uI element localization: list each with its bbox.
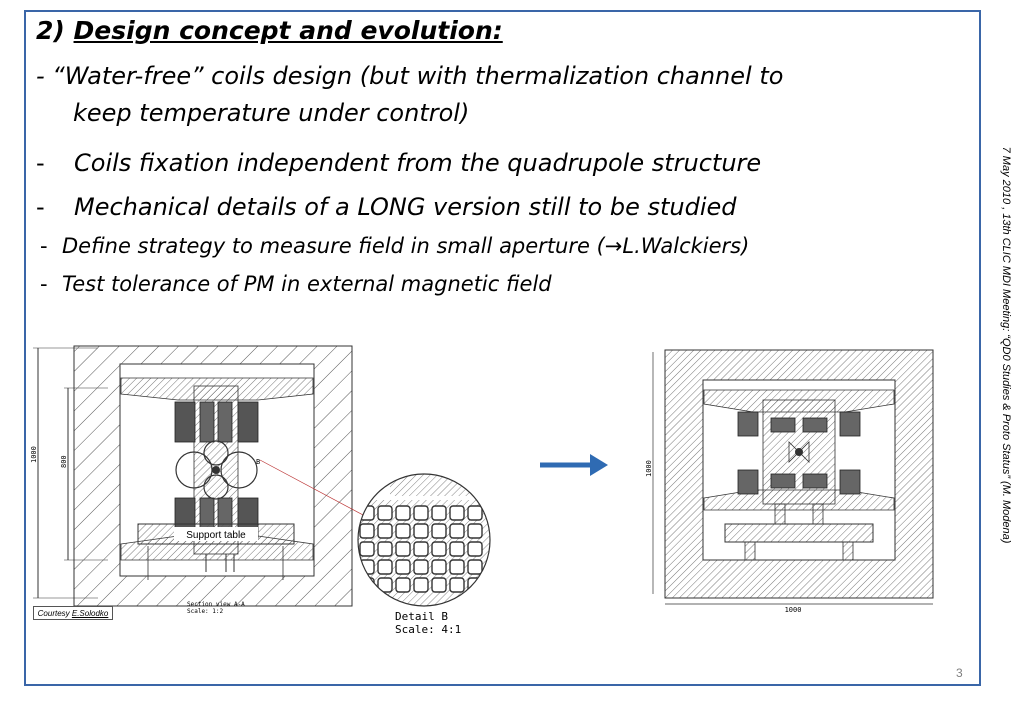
dimension-inner: 800: [60, 455, 68, 468]
slide-heading: 2) Design concept and evolution:: [36, 16, 503, 45]
courtesy-prefix: Courtesy: [37, 609, 72, 618]
bullet-coils-fixation: - Coils fixation independent from the qua…: [36, 149, 761, 177]
courtesy-note: Courtesy E.Solodko: [33, 606, 113, 620]
meeting-side-note: 7 May 2010 , 13th CLIC MDI Meeting: “QD0…: [1000, 146, 1012, 544]
heading-number: 2): [36, 16, 74, 45]
dimension-vertical: 1000: [645, 460, 653, 477]
dimension-horizontal: 1000: [785, 606, 802, 614]
bullet-dash: -: [40, 272, 48, 296]
detail-b-scale: Scale: 4:1: [395, 623, 462, 636]
left-technical-drawing: 1000 800 B Support table: [30, 345, 368, 607]
bullet-text: Define strategy to measure field in smal…: [62, 234, 750, 258]
section-view-line-2: Scale: 1:2: [187, 608, 224, 615]
bullet-dash: -: [36, 149, 45, 177]
bullet-dash: -: [40, 234, 48, 258]
bullet-water-free: - “Water-free” coils design (but with th…: [36, 62, 783, 90]
detail-b-marker: B: [256, 458, 260, 466]
detail-b-title: Detail B: [395, 610, 448, 623]
bullet-text: Mechanical details of a LONG version sti…: [74, 193, 737, 221]
slide-frame: [24, 10, 981, 686]
heading-title: Design concept and evolution:: [73, 16, 503, 45]
bullet-mechanical-details: - Mechanical details of a LONG version st…: [36, 193, 737, 221]
dimension-outer: 1000: [30, 446, 38, 463]
evolution-arrow-icon: [540, 454, 608, 476]
bullet-test-tolerance: -Test tolerance of PM in external magnet…: [40, 272, 552, 296]
support-table-label: Support table: [186, 530, 246, 541]
section-view-line-1: Section view A-A: [187, 601, 245, 608]
detail-b-drawing: [357, 473, 491, 607]
bullet-text: Coils fixation independent from the quad…: [74, 149, 762, 177]
page-number: 3: [956, 666, 963, 680]
bullet-dash: -: [36, 193, 45, 221]
bullet-text: “Water-free” coils design (but with ther…: [52, 62, 784, 90]
bullet-measure-field: -Define strategy to measure field in sma…: [40, 234, 749, 258]
bullet-water-free-continued: keep temperature under control): [73, 99, 469, 127]
courtesy-name: E.Solodko: [71, 609, 109, 618]
bullet-text: Test tolerance of PM in external magneti…: [62, 272, 552, 296]
bullet-text: keep temperature under control): [73, 99, 470, 127]
right-technical-drawing: 1000 1000: [645, 349, 934, 614]
bullet-dash: -: [36, 62, 53, 90]
